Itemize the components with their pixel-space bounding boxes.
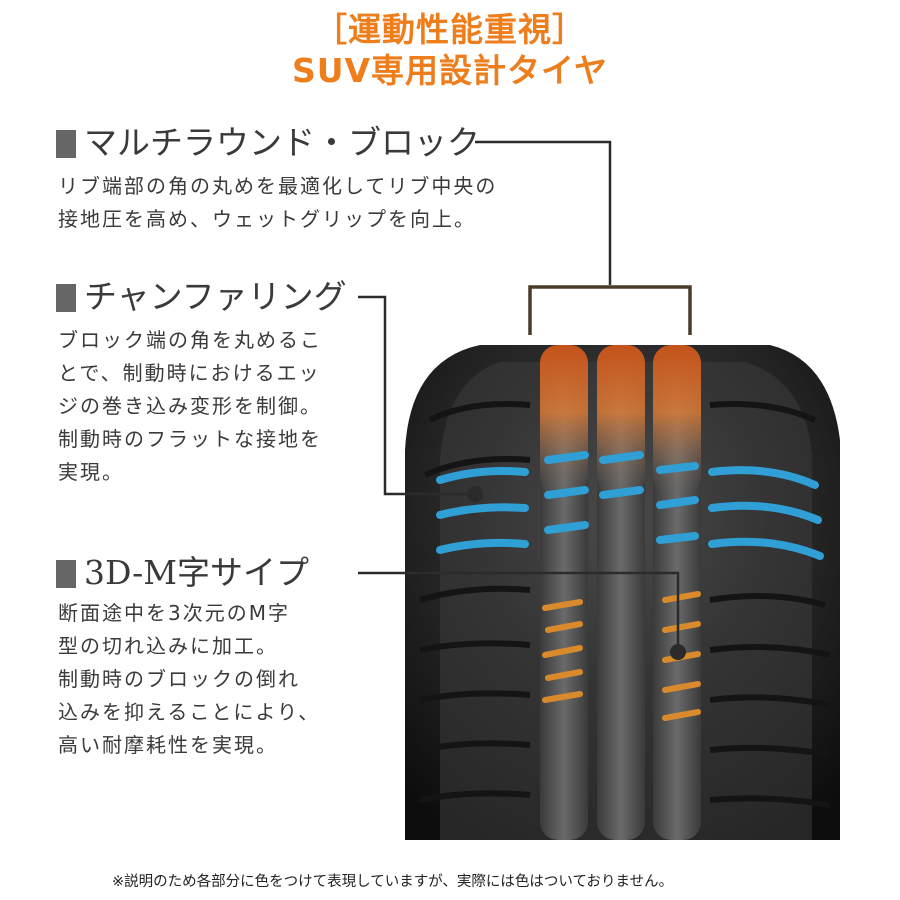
feature-desc-multi-round-block: リブ端部の角の丸めを最適化してリブ中央の 接地圧を高め、ウェットグリップを向上。 <box>58 170 497 236</box>
desc-line: 制動時のブロックの倒れ <box>58 667 300 691</box>
feature-title-text: マルチラウンド・ブロック <box>84 123 480 162</box>
headline: ［運動性能重視］ SUV専用設計タイヤ <box>0 10 900 92</box>
desc-line: 断面途中を3次元のM字 <box>58 601 290 625</box>
desc-line: 制動時のフラットな接地を <box>58 427 322 451</box>
footnote: ※説明のため各部分に色をつけて表現していますが、実際には色はついておりません。 <box>112 874 674 890</box>
desc-line: リブ端部の角の丸めを最適化してリブ中央の <box>58 174 498 198</box>
sipe-marker-dot <box>670 644 686 660</box>
desc-line: ブロック端の角を丸めるこ <box>58 328 322 352</box>
headline-line-2: SUV専用設計タイヤ <box>291 51 609 90</box>
feature-title-text: チャンファリング <box>84 277 347 316</box>
rib-bracket <box>528 285 692 335</box>
feature-desc-chamfering: ブロック端の角を丸めるこ とで、制動時におけるエッ ジの巻き込み変形を制御。 制… <box>58 324 322 489</box>
headline-line-1: ［運動性能重視］ <box>314 10 586 49</box>
desc-line: 実現。 <box>58 460 124 484</box>
square-bullet-icon <box>56 284 76 312</box>
feature-desc-3d-m-sipe: 断面途中を3次元のM字 型の切れ込みに加工。 制動時のブロックの倒れ 込みを抑え… <box>58 597 320 762</box>
feature-title-multi-round-block: マルチラウンド・ブロック <box>56 123 480 163</box>
chamfer-marker-dot <box>467 486 483 502</box>
shoulder-grooves <box>419 401 831 808</box>
desc-line: 型の切れ込みに加工。 <box>58 634 278 658</box>
square-bullet-icon <box>56 560 76 588</box>
desc-line: とで、制動時におけるエッ <box>58 361 321 385</box>
desc-line: 込みを抑えることにより、 <box>58 700 321 724</box>
feature-title-chamfering: チャンファリング <box>56 277 347 317</box>
desc-line: 接地圧を高め、ウェットグリップを向上。 <box>58 207 476 231</box>
feature-title-3d-m-sipe: 3D-M字サイプ <box>56 553 309 593</box>
square-bullet-icon <box>56 130 76 158</box>
desc-line: 高い耐摩耗性を実現。 <box>58 733 278 757</box>
callout-lines <box>358 140 680 652</box>
chamfering-highlight <box>436 451 824 560</box>
feature-title-text: 3D-M字サイプ <box>84 553 310 592</box>
desc-line: ジの巻き込み変形を制御。 <box>58 394 322 418</box>
